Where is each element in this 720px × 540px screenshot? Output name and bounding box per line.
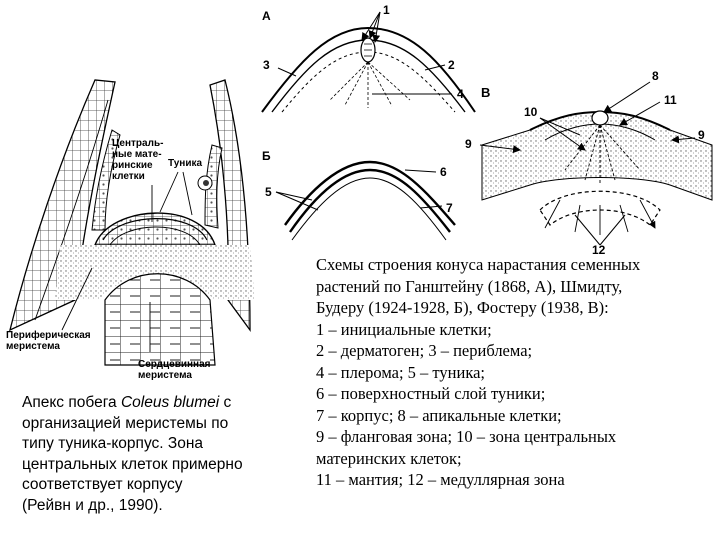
left-caption: Апекс побега Coleus blumei с организацие… (22, 393, 287, 516)
number-8: 8 (652, 70, 659, 82)
left-caption-line-6: (Рейвн и др., 1990). (22, 496, 287, 517)
schemes-caption-line: 4 – плерома; 5 – туника; (316, 362, 716, 384)
central-cells-label: Централь- ные мате- ринские клетки (112, 138, 163, 182)
panel-v-letter: В (481, 86, 490, 99)
number-4: 4 (457, 88, 464, 100)
left-caption-line-5: соответствует корпусу (22, 475, 287, 496)
schemes-caption: Схемы строения конуса нарастания семенны… (316, 254, 716, 491)
left-caption-line-4: центральных клеток примерно (22, 455, 287, 476)
panel-b-letter: Б (262, 150, 271, 162)
number-2: 2 (448, 59, 455, 71)
scheme-v (480, 82, 712, 245)
number-1: 1 (383, 4, 390, 16)
schemes-caption-line: 11 – мантия; 12 – медуллярная зона (316, 469, 716, 491)
number-9-left: 9 (465, 138, 472, 150)
schemes-caption-line: Будеру (1924-1928, Б), Фостеру (1938, В)… (316, 297, 716, 319)
number-10: 10 (524, 106, 537, 118)
schemes-caption-line: 7 – корпус; 8 – апикальные клетки; (316, 405, 716, 427)
species-name: Coleus blumei (121, 394, 219, 411)
schemes-caption-line: материнских клеток; (316, 448, 716, 470)
apical-dome (95, 176, 215, 245)
left-caption-line-1: Апекс побега Coleus blumei с (22, 393, 287, 414)
tunica-pointer-2 (183, 172, 192, 215)
number-11: 11 (664, 94, 677, 106)
schemes-caption-line: 9 – фланговая зона; 10 – зона центральны… (316, 426, 716, 448)
left-caption-line-2: организацией меристемы по (22, 414, 287, 435)
schemes-caption-line: 6 – поверхностный слой туники; (316, 383, 716, 405)
number-9-right: 9 (698, 129, 705, 141)
schemes-caption-line: растений по Ганштейну (1868, А), Шмидту, (316, 276, 716, 298)
scheme-b (276, 162, 455, 240)
schemes-caption-line: 2 – дерматоген; 3 – периблема; (316, 340, 716, 362)
number-7: 7 (446, 202, 453, 214)
peripheral-meristem-label: Периферическая меристема (6, 330, 91, 352)
number-3: 3 (263, 59, 270, 71)
panel-a-letter: А (262, 10, 271, 22)
schemes-caption-line: 1 – инициальные клетки; (316, 319, 716, 341)
tunica-label: Туника (168, 158, 202, 169)
number-6: 6 (440, 166, 447, 178)
pith-meristem (105, 274, 215, 365)
left-caption-line-3: типу туника-корпус. Зона (22, 434, 287, 455)
number-5: 5 (265, 186, 272, 198)
scheme-a (262, 12, 475, 112)
core-meristem-label: Сердцевинная меристема (138, 359, 210, 381)
schemes-caption-line: Схемы строения конуса нарастания семенны… (316, 254, 716, 276)
